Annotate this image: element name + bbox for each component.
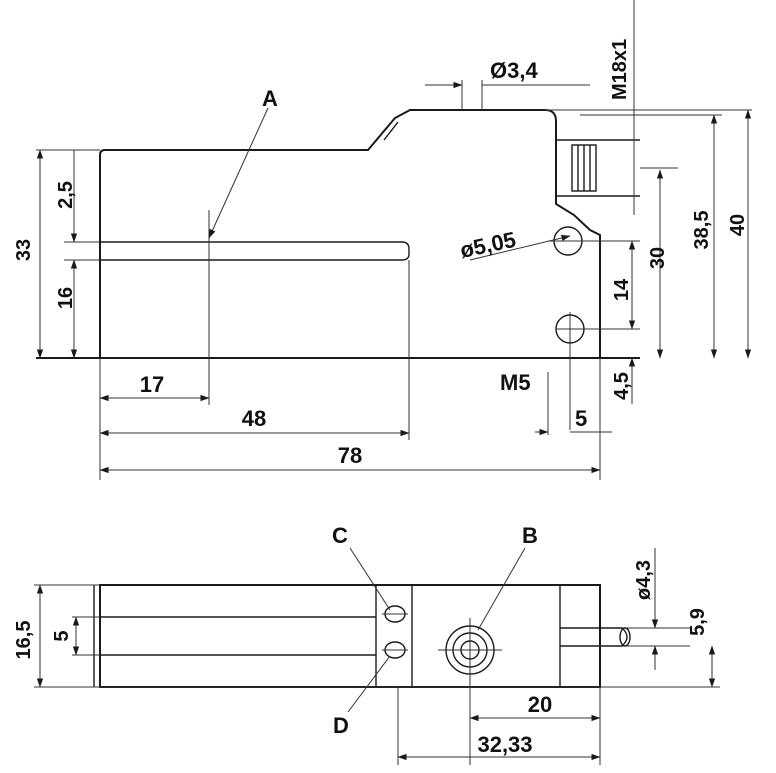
dim-5-side: 5 — [575, 406, 587, 431]
dim-5-9: 5,9 — [687, 608, 709, 636]
bottom-body-outline — [99, 584, 601, 688]
dim-20: 20 — [528, 692, 552, 717]
dim-5-bottom: 5 — [51, 630, 73, 641]
side-view: A 33 2,5 16 17 48 78 Ø3,4 M18x1 ø5,05 1 — [13, 0, 752, 480]
slot-groove — [100, 241, 410, 261]
dim-38-5: 38,5 — [691, 211, 713, 250]
cable-stub — [560, 627, 628, 647]
dim-40: 40 — [727, 214, 749, 236]
dim-30: 30 — [647, 247, 669, 269]
callout-a: A — [262, 86, 278, 111]
dim-32-33: 32,33 — [477, 732, 532, 757]
callout-a-leader — [208, 107, 269, 239]
dim-d5-05: ø5,05 — [458, 227, 518, 263]
dim-33: 33 — [13, 239, 35, 261]
sensor-body-outline — [99, 109, 601, 358]
callout-c: C — [332, 523, 348, 548]
dim-m5: M5 — [500, 370, 531, 395]
dim-16-5: 16,5 — [13, 621, 35, 660]
potentiometer-b — [438, 618, 502, 682]
dim-78: 78 — [338, 443, 362, 468]
callout-c-leader — [349, 547, 391, 611]
bottom-view: C D B 16,5 5 ø4,3 5,9 20 32,33 — [13, 523, 720, 765]
callout-b-leader — [477, 547, 526, 631]
dim-48: 48 — [242, 406, 266, 431]
dim-16: 16 — [55, 287, 77, 309]
callout-b: B — [522, 523, 538, 548]
dim-14: 14 — [611, 278, 633, 301]
connector-thread — [556, 139, 640, 197]
dim-d3-4: Ø3,4 — [490, 58, 538, 83]
chamfer-line — [383, 121, 399, 141]
dim-17: 17 — [140, 372, 164, 397]
callout-d-leader — [347, 655, 391, 713]
callout-d: D — [333, 713, 349, 738]
dim-4-5: 4,5 — [611, 372, 633, 400]
dim-d4-3: ø4,3 — [633, 560, 655, 600]
dim-2-5: 2,5 — [55, 181, 77, 209]
dim-m18: M18x1 — [609, 39, 631, 100]
